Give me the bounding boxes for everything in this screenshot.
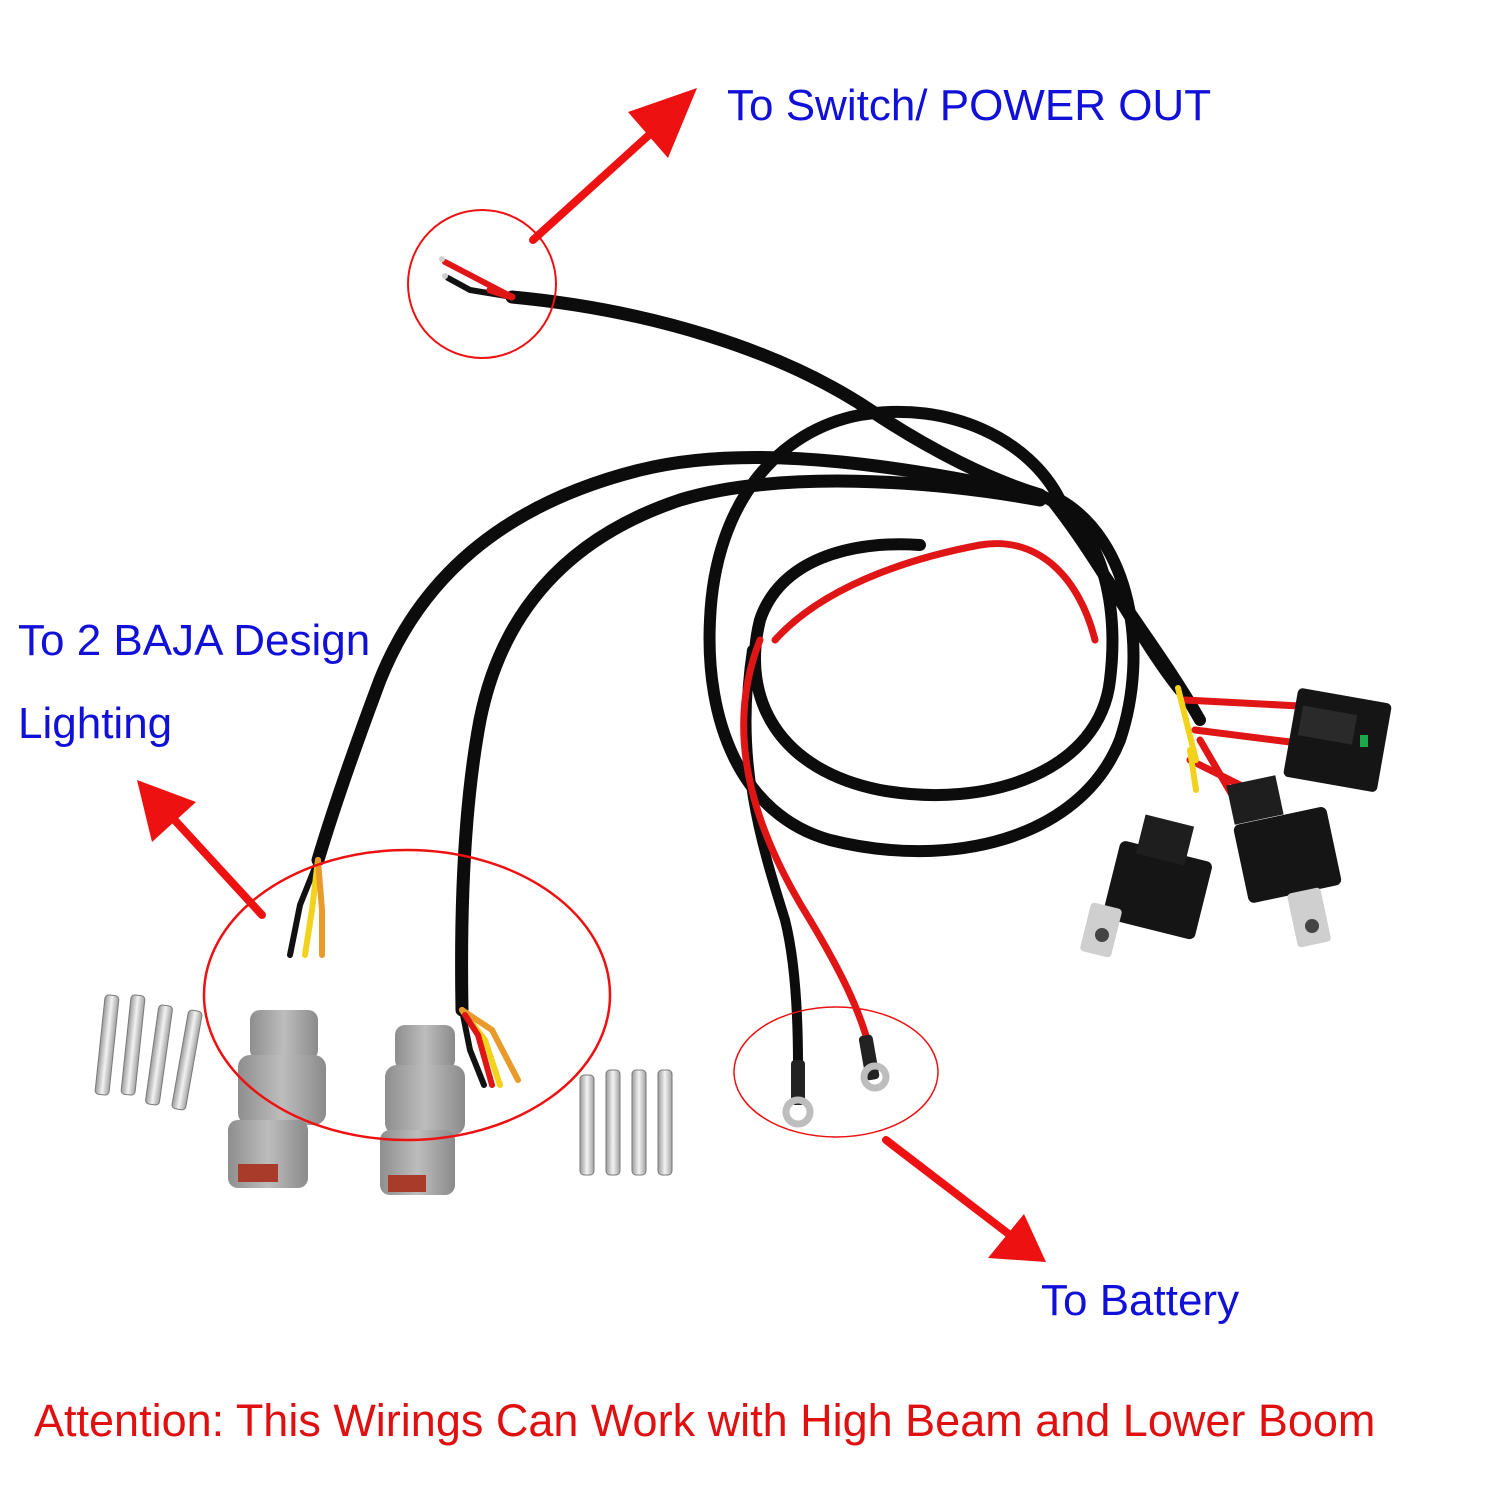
baja-lead-wire-1 bbox=[311, 450, 1047, 867]
ring-terminal-icon bbox=[782, 1060, 814, 1128]
arrow-down-right-icon bbox=[882, 1136, 1046, 1262]
harness-loop-wire bbox=[749, 489, 1119, 802]
attention-note: Attention: This Wirings Can Work with Hi… bbox=[34, 1395, 1376, 1446]
relay-icon bbox=[1226, 775, 1342, 948]
relay-red-wire-1 bbox=[1181, 696, 1304, 710]
baja-right-wire-ends bbox=[459, 1007, 521, 1088]
switch-lead-ends bbox=[439, 256, 516, 301]
fuse-holder-icon bbox=[1283, 688, 1392, 792]
switch-highlight-circle bbox=[407, 209, 557, 359]
baja-highlight-ellipse bbox=[202, 848, 612, 1142]
battery-red-wire bbox=[740, 636, 874, 1054]
battery-label: To Battery bbox=[1041, 1276, 1240, 1325]
baja-lighting-label-line1: To 2 BAJA Design bbox=[18, 616, 371, 665]
baja-lighting-label-line2: Lighting bbox=[18, 699, 173, 748]
battery-highlight-ellipse bbox=[733, 1006, 939, 1138]
relay-red-wire-2 bbox=[1191, 726, 1294, 746]
connector-left-icon bbox=[228, 1010, 326, 1188]
switch-power-out-label: To Switch/ POWER OUT bbox=[727, 81, 1212, 130]
relay-group bbox=[1080, 688, 1392, 958]
connector-right-icon bbox=[380, 1025, 465, 1195]
baja-lead-wire-2 bbox=[455, 474, 1047, 1017]
relay-lead-wire-2 bbox=[1054, 499, 1206, 726]
red-wires bbox=[740, 540, 1304, 1054]
ring-terminal-icon bbox=[858, 1034, 890, 1092]
terminal-pins-right bbox=[579, 1069, 673, 1176]
switch-lead-wire bbox=[505, 290, 1047, 502]
circle-highlight-icon bbox=[202, 209, 939, 1142]
yellow-wires bbox=[1175, 685, 1199, 793]
arrow-up-right-icon bbox=[529, 88, 697, 244]
black-wires bbox=[311, 290, 1206, 1070]
terminal-pins-left bbox=[94, 994, 203, 1111]
arrow-up-left-icon bbox=[137, 780, 266, 919]
relay-icon bbox=[1080, 814, 1212, 958]
red-loop-wire bbox=[771, 540, 1099, 644]
baja-left-wire-ends bbox=[287, 857, 325, 958]
